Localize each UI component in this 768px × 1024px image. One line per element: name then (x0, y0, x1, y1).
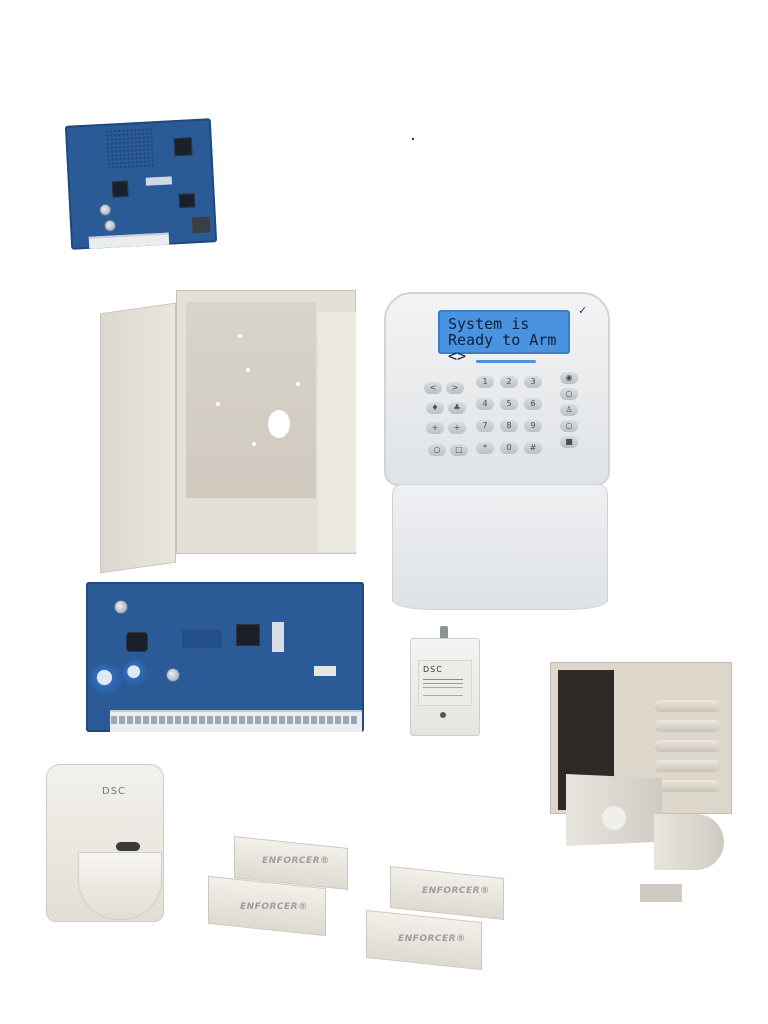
key-square[interactable]: □ (450, 444, 468, 456)
board-capacitor (103, 219, 117, 232)
metal-cabinet-image (96, 282, 362, 574)
board-capacitor (114, 600, 128, 614)
contact-label: ENFORCER® (240, 902, 308, 912)
louver (654, 700, 720, 712)
board-chip (236, 624, 260, 646)
key-func-3[interactable]: ♙ (560, 404, 578, 416)
board-capacitor (166, 668, 180, 682)
transformer-image: DSC (410, 626, 480, 736)
cabinet-door (100, 302, 176, 574)
key-6[interactable]: 6 (524, 398, 542, 410)
keypad-lcd: System is Ready to Arm <> (438, 310, 570, 364)
pir-led-window (116, 842, 140, 851)
key-func-4[interactable]: ○ (560, 420, 578, 432)
stray-dot (412, 138, 414, 140)
board-pattern (105, 127, 156, 170)
key-hash[interactable]: # (524, 442, 542, 454)
transformer-screw (440, 626, 448, 640)
key-right[interactable]: > (446, 382, 464, 394)
transformer-label: DSC (418, 660, 472, 706)
communicator-board-image (64, 118, 218, 250)
keypad-led-bar (476, 360, 536, 363)
key-1[interactable]: 1 (476, 376, 494, 388)
board-label (145, 176, 173, 186)
louver (654, 780, 720, 792)
key-5[interactable]: 5 (500, 398, 518, 410)
key-8[interactable]: 8 (500, 420, 518, 432)
key-func-1[interactable]: ◉ (560, 372, 578, 384)
cabinet-hole (238, 334, 242, 338)
key-fire[interactable]: ♦ (426, 402, 444, 414)
contact-label: ENFORCER® (262, 856, 330, 866)
pir-lens (78, 852, 162, 920)
key-2[interactable]: 2 (500, 376, 518, 388)
check-icon: ✓ (578, 304, 588, 317)
louver (654, 740, 720, 752)
board-capacitor-large (90, 664, 122, 694)
cabinet-side (318, 312, 356, 552)
key-plus[interactable]: + (448, 422, 466, 434)
door-contacts-image: ENFORCER® ENFORCER® ENFORCER® ENFORCER® (200, 836, 520, 996)
key-9[interactable]: 9 (524, 420, 542, 432)
board-terminal-block (110, 710, 362, 732)
key-panic[interactable]: + (426, 422, 444, 434)
key-star[interactable]: * (476, 442, 494, 454)
board-chip (111, 180, 129, 198)
key-aux[interactable]: ♣ (448, 402, 466, 414)
board-relay (314, 666, 336, 676)
board-terminal (88, 232, 170, 249)
keypad-image: System is Ready to Arm <> ✓ < > ♦ ♣ + + … (384, 292, 612, 612)
board-chip (178, 193, 196, 209)
control-panel-board-image (86, 582, 364, 732)
transformer-hole (440, 712, 446, 718)
transformer-brand: DSC (423, 665, 443, 674)
louver (654, 720, 720, 732)
board-logo-area (182, 630, 222, 648)
key-func-5[interactable]: ■ (560, 436, 578, 448)
horn-body (654, 814, 724, 870)
key-left[interactable]: < (424, 382, 442, 394)
lcd-line-1: System is (448, 315, 530, 333)
key-4[interactable]: 4 (476, 398, 494, 410)
cabinet-hole (246, 368, 250, 372)
horn-bracket (640, 884, 682, 902)
cabinet-hole (296, 382, 300, 386)
board-label (272, 622, 284, 652)
key-circle[interactable]: ○ (428, 444, 446, 456)
cabinet-hole (216, 402, 220, 406)
cabinet-knockout (268, 410, 290, 438)
lcd-line-2: Ready to Arm <> (448, 331, 557, 365)
contact-label: ENFORCER® (398, 934, 466, 944)
board-capacitor-large (122, 660, 148, 686)
key-7[interactable]: 7 (476, 420, 494, 432)
key-0[interactable]: 0 (500, 442, 518, 454)
key-func-2[interactable]: ○ (560, 388, 578, 400)
cabinet-hole (252, 442, 256, 446)
key-3[interactable]: 3 (524, 376, 542, 388)
label-lines (423, 679, 463, 680)
cabinet-interior (186, 302, 316, 498)
louver (654, 760, 720, 772)
horn-driver (602, 806, 626, 830)
motion-detector-image: DSC (40, 760, 170, 930)
board-inductor (126, 632, 148, 652)
siren-image (544, 658, 732, 910)
contact-label: ENFORCER® (422, 886, 490, 896)
keypad-flap (392, 484, 608, 610)
board-capacitor (99, 203, 112, 217)
board-chip (173, 137, 193, 157)
pir-brand: DSC (102, 786, 127, 797)
ethernet-port (191, 216, 211, 234)
